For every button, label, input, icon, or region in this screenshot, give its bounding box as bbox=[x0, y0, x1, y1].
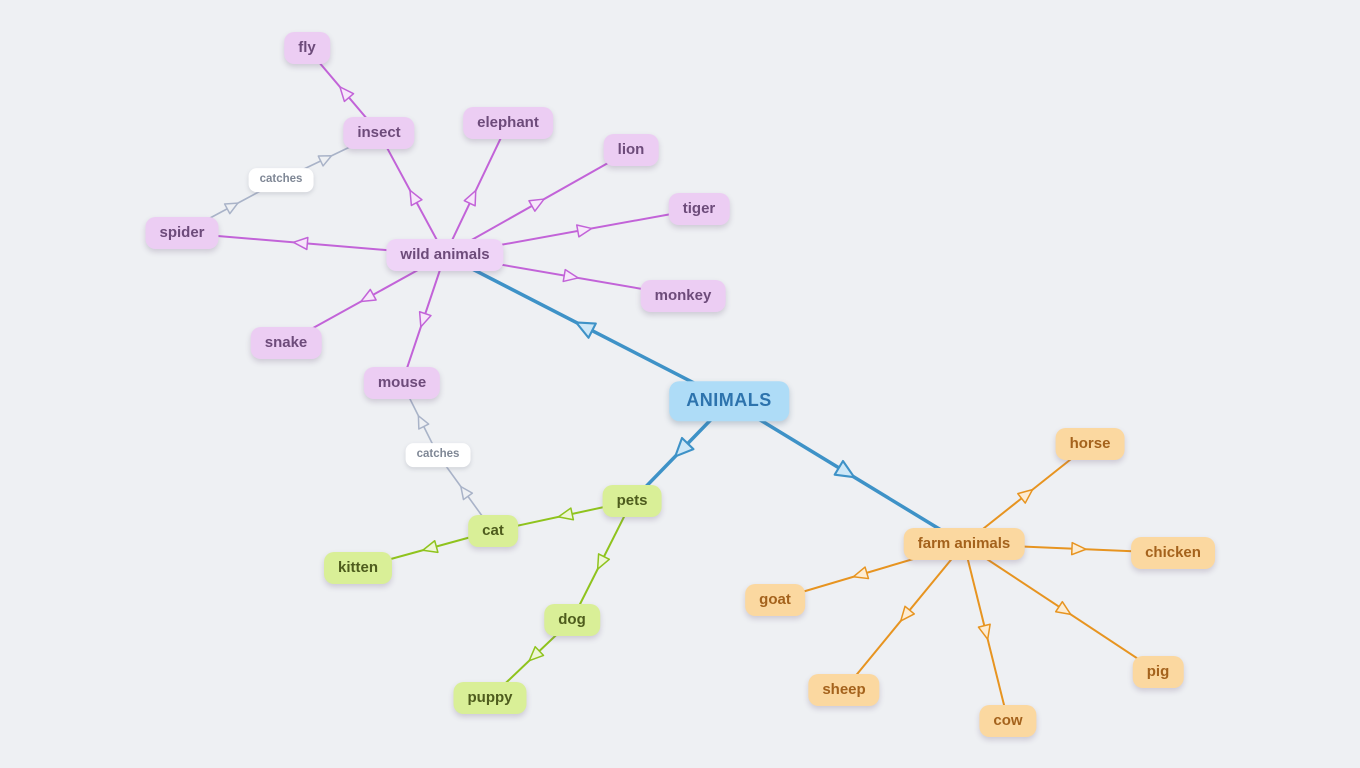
node-sheep[interactable]: sheep bbox=[808, 674, 880, 706]
node-horse[interactable]: horse bbox=[1055, 428, 1125, 460]
node-animals[interactable]: ANIMALS bbox=[669, 381, 789, 421]
node-pets[interactable]: pets bbox=[602, 485, 662, 517]
node-dog[interactable]: dog bbox=[544, 604, 600, 636]
arrowhead-animals-wild bbox=[575, 321, 597, 339]
arrowhead-cat-catches2 bbox=[460, 485, 474, 501]
arrowhead-spider-catches1 bbox=[223, 202, 239, 215]
edge-wild-elephant bbox=[444, 122, 509, 256]
node-tiger[interactable]: tiger bbox=[668, 193, 730, 225]
arrowhead-insect-fly bbox=[339, 86, 355, 103]
arrowhead-farm-cow bbox=[977, 623, 991, 641]
arrowhead-farm-pig bbox=[1054, 600, 1072, 616]
arrowhead-catches1-insect bbox=[317, 155, 333, 167]
arrowhead-wild-mouse bbox=[418, 310, 432, 328]
arrowhead-animals-pets bbox=[674, 436, 695, 458]
arrowhead-farm-goat bbox=[852, 566, 870, 580]
edge-label-catches1[interactable]: catches bbox=[248, 168, 314, 192]
node-cow[interactable]: cow bbox=[979, 705, 1037, 737]
arrowhead-wild-snake bbox=[360, 288, 377, 303]
node-pig[interactable]: pig bbox=[1132, 656, 1184, 688]
node-wild[interactable]: wild animals bbox=[386, 239, 504, 271]
node-chicken[interactable]: chicken bbox=[1131, 537, 1215, 569]
arrowhead-wild-monkey bbox=[562, 268, 579, 283]
arrowhead-wild-elephant bbox=[463, 189, 477, 207]
node-snake[interactable]: snake bbox=[250, 327, 322, 359]
node-fly[interactable]: fly bbox=[284, 32, 330, 64]
node-mouse[interactable]: mouse bbox=[363, 367, 441, 399]
node-lion[interactable]: lion bbox=[603, 134, 659, 166]
arrowhead-dog-puppy bbox=[528, 645, 545, 662]
node-farm[interactable]: farm animals bbox=[903, 528, 1025, 560]
node-monkey[interactable]: monkey bbox=[640, 280, 726, 312]
arrowhead-farm-horse bbox=[1017, 488, 1034, 504]
arrowhead-farm-chicken bbox=[1070, 541, 1087, 556]
arrowhead-pets-cat bbox=[557, 507, 575, 521]
node-insect[interactable]: insect bbox=[343, 117, 415, 149]
arrowhead-wild-tiger bbox=[575, 224, 593, 238]
node-cat[interactable]: cat bbox=[468, 515, 518, 547]
node-goat[interactable]: goat bbox=[745, 584, 805, 616]
node-puppy[interactable]: puppy bbox=[453, 682, 527, 714]
edge-label-catches2[interactable]: catches bbox=[405, 443, 471, 467]
arrowhead-animals-farm bbox=[833, 459, 856, 479]
arrowhead-farm-sheep bbox=[900, 605, 916, 622]
arrowhead-wild-insect bbox=[409, 189, 423, 207]
arrowhead-wild-lion bbox=[528, 198, 545, 212]
arrowhead-catches2-mouse bbox=[417, 415, 430, 430]
node-elephant[interactable]: elephant bbox=[463, 107, 553, 139]
arrowhead-cat-kitten bbox=[422, 540, 439, 554]
node-kitten[interactable]: kitten bbox=[323, 552, 393, 584]
arrowhead-pets-dog bbox=[596, 553, 611, 570]
arrowhead-wild-spider bbox=[292, 236, 309, 251]
node-spider[interactable]: spider bbox=[145, 217, 219, 249]
